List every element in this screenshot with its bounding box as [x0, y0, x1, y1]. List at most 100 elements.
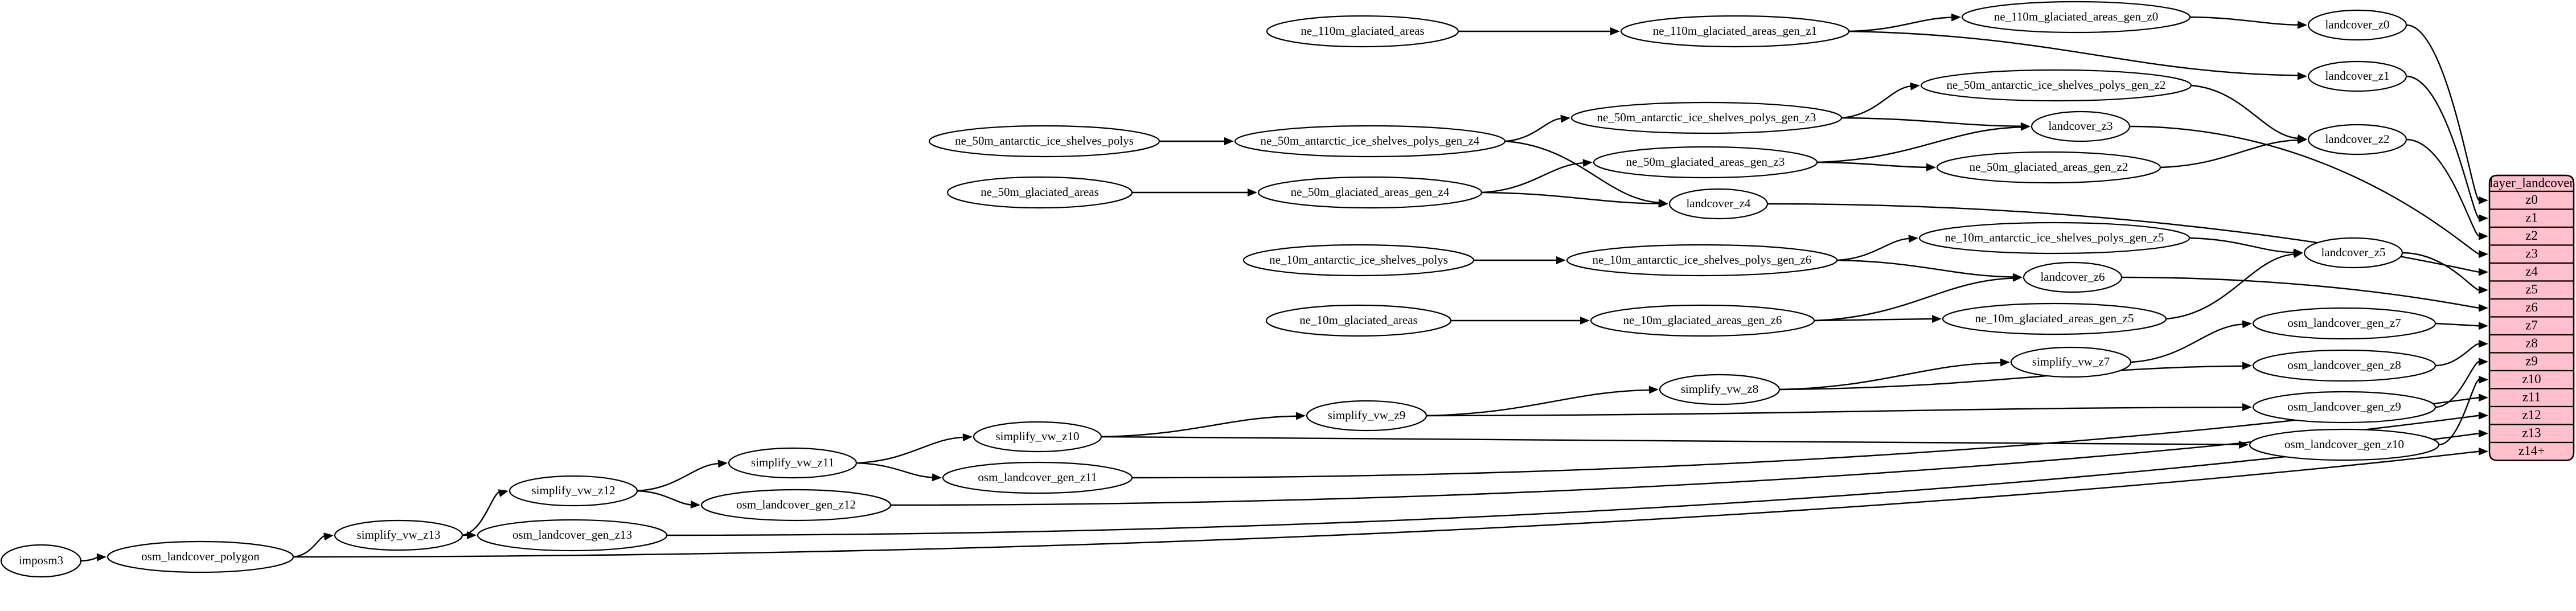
node-ne_50m_antarctic_ice_shelves_polys[interactable]: ne_50m_antarctic_ice_shelves_polys — [928, 125, 1160, 158]
table-row-label: z8 — [2525, 336, 2538, 350]
edge-line — [1814, 277, 2015, 322]
node-label: landcover_z0 — [2325, 18, 2389, 31]
edge-simplify_vw_z9-to-osm_landcover_gen_z9 — [1426, 403, 2252, 417]
node-shape — [2023, 261, 2123, 293]
node-landcover_z2[interactable]: landcover_z2 — [2307, 124, 2407, 155]
node-label: landcover_z4 — [1686, 196, 1751, 210]
node-label: simplify_vw_z13 — [357, 528, 441, 542]
table-outline — [2488, 174, 2575, 461]
node-label: ne_50m_antarctic_ice_shelves_polys — [955, 134, 1134, 147]
node-ne_50m_glaciated_areas_gen_z3[interactable]: ne_50m_glaciated_areas_gen_z3 — [1593, 146, 1818, 179]
node-osm_landcover_gen_z10[interactable]: osm_landcover_gen_z10 — [2249, 428, 2440, 461]
node-label: ne_10m_antarctic_ice_shelves_polys — [1269, 253, 1448, 266]
node-ne_10m_glaciated_areas_gen_z5[interactable]: ne_10m_glaciated_areas_gen_z5 — [1942, 302, 2167, 335]
node-ne_10m_antarctic_ice_shelves_polys_gen_z6[interactable]: ne_10m_antarctic_ice_shelves_polys_gen_z… — [1566, 244, 1838, 277]
table-row-z3[interactable] — [2488, 244, 2575, 264]
node-ne_50m_glaciated_areas[interactable]: ne_50m_glaciated_areas — [946, 176, 1133, 209]
arrow-head — [1224, 137, 1234, 145]
node-ne_110m_glaciated_areas_gen_z1[interactable]: ne_110m_glaciated_areas_gen_z1 — [1620, 15, 1850, 48]
node-imposm3[interactable]: imposm3 — [0, 544, 82, 578]
arrow-head — [2479, 339, 2488, 348]
node-osm_landcover_gen_z11[interactable]: osm_landcover_gen_z11 — [942, 461, 1133, 494]
node-osm_landcover_polygon[interactable]: osm_landcover_polygon — [106, 540, 294, 573]
node-osm_landcover_gen_z8[interactable]: osm_landcover_gen_z8 — [2252, 349, 2436, 382]
edge-simplify_vw_z7-to-osm_landcover_gen_z7 — [2130, 320, 2252, 363]
node-label: landcover_z6 — [2040, 270, 2105, 284]
edge-line — [1481, 162, 1585, 194]
node-landcover_z5[interactable]: landcover_z5 — [2303, 237, 2403, 269]
node-landcover_z6[interactable]: landcover_z6 — [2023, 261, 2123, 293]
node-label: ne_50m_antarctic_ice_shelves_polys_gen_z… — [1947, 78, 2166, 92]
arrow-head — [1582, 159, 1593, 167]
node-shape — [928, 125, 1160, 158]
edge-ne_10m_antarctic_ice_shelves_polys-to-ne_10m_antarctic_ice_shelves_polys_gen_z6 — [1474, 256, 1566, 264]
node-landcover_z4[interactable]: landcover_z4 — [1668, 188, 1769, 220]
arrow-head — [498, 489, 508, 497]
table-row-z9[interactable] — [2488, 352, 2575, 372]
node-osm_landcover_gen_z13[interactable]: osm_landcover_gen_z13 — [477, 519, 668, 552]
node-label: osm_landcover_gen_z10 — [2284, 437, 2404, 451]
edge-line — [1101, 415, 1298, 438]
arrow-head — [1580, 317, 1590, 325]
node-ne_10m_glaciated_areas[interactable]: ne_10m_glaciated_areas — [1265, 304, 1452, 337]
node-shape — [1266, 15, 1459, 48]
edge-osm_landcover_gen_z12-to-layer_landcover.z12 — [890, 411, 2488, 506]
node-ne_50m_antarctic_ice_shelves_polys_gen_z4[interactable]: ne_50m_antarctic_ice_shelves_polys_gen_z… — [1234, 125, 1506, 158]
edge-line — [462, 491, 501, 536]
edge-simplify_vw_z12-to-simplify_vw_z11 — [637, 460, 728, 492]
edge-simplify_vw_z11-to-simplify_vw_z10 — [856, 433, 973, 464]
edge-simplify_vw_z11-to-osm_landcover_gen_z11 — [856, 462, 942, 482]
node-label: landcover_z3 — [2048, 119, 2113, 133]
edge-ne_50m_glaciated_areas_gen_z2-to-landcover_z2 — [2160, 136, 2307, 169]
arrow-head — [1556, 256, 1566, 264]
node-ne_110m_glaciated_areas[interactable]: ne_110m_glaciated_areas — [1266, 15, 1459, 48]
node-simplify_vw_z9[interactable]: simplify_vw_z9 — [1306, 400, 1428, 432]
edge-line — [637, 462, 720, 492]
node-simplify_vw_z13[interactable]: simplify_vw_z13 — [334, 519, 463, 551]
node-osm_landcover_gen_z12[interactable]: osm_landcover_gen_z12 — [700, 489, 892, 522]
node-ne_10m_antarctic_ice_shelves_polys[interactable]: ne_10m_antarctic_ice_shelves_polys — [1242, 244, 1475, 277]
edge-ne_10m_glaciated_areas_gen_z6-to-landcover_z6 — [1814, 273, 2023, 322]
edge-simplify_vw_z13-to-simplify_vw_z12 — [462, 489, 508, 536]
node-ne_50m_antarctic_ice_shelves_polys_gen_z2[interactable]: ne_50m_antarctic_ice_shelves_polys_gen_z… — [1920, 69, 2192, 102]
arrow-head — [2479, 375, 2488, 384]
edge-osm_landcover_gen_z8-to-layer_landcover.z8 — [2435, 339, 2488, 367]
edge-ne_50m_antarctic_ice_shelves_polys_gen_z3-to-ne_50m_antarctic_ice_shelves_polys_gen_z2 — [1841, 82, 1920, 119]
table-row-z7[interactable] — [2488, 316, 2575, 336]
arrow-head — [2479, 447, 2488, 456]
node-shape — [2307, 60, 2407, 92]
node-landcover_z3[interactable]: landcover_z3 — [2031, 110, 2131, 142]
node-ne_10m_antarctic_ice_shelves_polys_gen_z5[interactable]: ne_10m_antarctic_ice_shelves_polys_gen_z… — [1918, 222, 2191, 255]
table-row-z6[interactable] — [2488, 298, 2575, 318]
node-shape — [1306, 400, 1428, 432]
node-label: ne_10m_antarctic_ice_shelves_polys_gen_z… — [1593, 253, 1812, 266]
node-ne_50m_glaciated_areas_gen_z2[interactable]: ne_50m_glaciated_areas_gen_z2 — [1936, 151, 2161, 184]
node-simplify_vw_z8[interactable]: simplify_vw_z8 — [1659, 374, 1781, 405]
edge-line — [293, 535, 326, 558]
node-simplify_vw_z10[interactable]: simplify_vw_z10 — [973, 421, 1102, 453]
node-ne_50m_antarctic_ice_shelves_polys_gen_z3[interactable]: ne_50m_antarctic_ice_shelves_polys_gen_z… — [1570, 101, 1843, 134]
table-row-label: z9 — [2525, 354, 2538, 368]
node-shape — [2307, 124, 2407, 155]
arrow-head — [2242, 362, 2252, 370]
node-simplify_vw_z12[interactable]: simplify_vw_z12 — [508, 475, 638, 507]
node-simplify_vw_z7[interactable]: simplify_vw_z7 — [2010, 346, 2132, 378]
node-shape — [1242, 244, 1475, 277]
node-ne_10m_glaciated_areas_gen_z6[interactable]: ne_10m_glaciated_areas_gen_z6 — [1590, 304, 1815, 337]
node-label: simplify_vw_z10 — [996, 429, 1080, 443]
node-osm_landcover_gen_z7[interactable]: osm_landcover_gen_z7 — [2252, 307, 2436, 340]
edge-ne_10m_glaciated_areas-to-ne_10m_glaciated_areas_gen_z6 — [1451, 317, 1590, 325]
arrow-head — [2000, 358, 2010, 367]
table-row-label: z2 — [2525, 228, 2538, 243]
node-ne_110m_glaciated_areas_gen_z0[interactable]: ne_110m_glaciated_areas_gen_z0 — [1961, 1, 2191, 34]
edge-landcover_z1-to-layer_landcover.z1 — [2406, 75, 2488, 223]
node-ne_50m_glaciated_areas_gen_z4[interactable]: ne_50m_glaciated_areas_gen_z4 — [1257, 176, 1483, 209]
edge-line — [1848, 30, 2299, 76]
edge-line — [2189, 16, 2299, 26]
edge-osm_landcover_polygon-to-simplify_vw_z13 — [293, 532, 334, 558]
edge-line — [2191, 84, 2299, 140]
node-osm_landcover_gen_z9[interactable]: osm_landcover_gen_z9 — [2252, 391, 2436, 424]
node-simplify_vw_z11[interactable]: simplify_vw_z11 — [728, 447, 858, 479]
node-landcover_z0[interactable]: landcover_z0 — [2307, 9, 2407, 41]
node-landcover_z1[interactable]: landcover_z1 — [2307, 60, 2407, 92]
